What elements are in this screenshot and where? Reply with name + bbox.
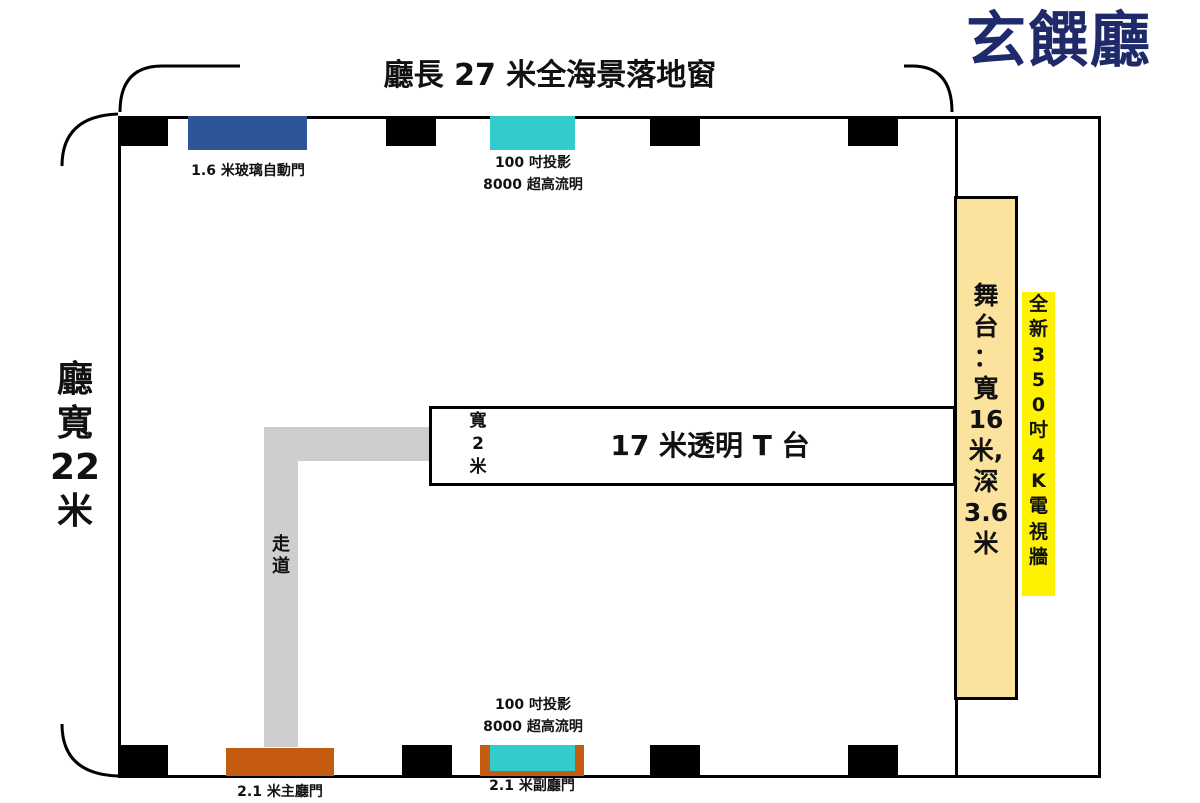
projector-top-label: 100 吋投影 8000 超高流明 (448, 152, 618, 196)
main-hall-door (226, 748, 334, 776)
led-char: 全 (1028, 293, 1048, 315)
led-char: 新 (1028, 318, 1048, 341)
stage-char: 米, (968, 436, 1004, 465)
glass-door-label: 1.6 米玻璃自動門 (191, 163, 305, 179)
hall-width-char: 米 (56, 491, 93, 532)
projector-top-line: 8000 超高流明 (483, 177, 583, 193)
pillar (118, 745, 168, 775)
hall-width-char: 22 (49, 447, 101, 488)
runway-width-char: 米 (469, 457, 487, 477)
pillar (650, 116, 700, 146)
led-video-wall (1022, 292, 1055, 596)
led-char: 3 (1031, 343, 1046, 366)
pillar (118, 116, 168, 146)
stage-char: 米 (973, 529, 999, 558)
led-wall-label: 全 新 3 5 0 吋 4 K 電 視 牆 (1022, 292, 1055, 570)
stage-char: 16 (968, 405, 1004, 434)
stage-char: ： (973, 343, 999, 372)
corridor-label: 走 道 (268, 534, 294, 578)
hall-width-char: 寬 (56, 403, 93, 444)
left-top-arc (60, 112, 119, 167)
brand-title: 玄饌廳 (966, 6, 1152, 76)
hall-length-label: 廳長 27 米全海景落地窗 (383, 58, 717, 93)
pillar (650, 745, 700, 775)
top-right-arc (904, 64, 954, 113)
stage-label: 舞 台 ： 寬 16 米, 深 3.6 米 (954, 280, 1018, 559)
pillar (848, 745, 898, 775)
corridor-char: 走 (272, 534, 290, 555)
projector-top-line: 100 吋投影 (494, 155, 572, 171)
led-char: 牆 (1028, 545, 1048, 568)
stage (954, 196, 1018, 700)
runway-width-label: 寬 2 米 (456, 410, 500, 479)
projector-screen-bottom (490, 745, 575, 771)
led-char: 視 (1028, 520, 1048, 543)
top-left-arc (118, 64, 240, 113)
glass-auto-door (188, 116, 307, 150)
pillar (386, 116, 436, 146)
corridor-horizontal (264, 427, 430, 461)
stage-char: 舞 (973, 281, 999, 310)
main-door-label: 2.1 米主廳門 (237, 784, 323, 800)
stage-zone-outline (952, 116, 1101, 778)
pillar (848, 116, 898, 146)
t-runway (429, 406, 956, 486)
hall-width-label: 廳 寬 22 米 (40, 358, 110, 534)
corridor-vertical (264, 427, 298, 747)
led-char: 4 (1031, 444, 1046, 467)
runway-label: 17 米透明 T 台 (610, 429, 810, 462)
projector-screen-top (490, 116, 575, 150)
pillar (402, 745, 452, 775)
runway-width-char: 寬 (469, 411, 487, 431)
runway-width-char: 2 (472, 434, 484, 454)
corridor-char: 道 (272, 556, 290, 577)
led-char: 吋 (1028, 419, 1048, 442)
led-char: 電 (1028, 495, 1048, 518)
stage-char: 3.6 (963, 498, 1009, 527)
led-char: 0 (1031, 394, 1046, 417)
projector-bottom-line: 8000 超高流明 (483, 719, 583, 735)
hall-width-char: 廳 (56, 359, 93, 400)
projector-bottom-line: 100 吋投影 (494, 697, 572, 713)
left-bottom-arc (60, 723, 119, 778)
led-char: 5 (1031, 368, 1046, 391)
side-door-label: 2.1 米副廳門 (489, 778, 575, 794)
stage-char: 深 (973, 467, 999, 496)
led-char: K (1031, 470, 1046, 493)
stage-char: 台 (973, 312, 999, 341)
stage-char: 寬 (973, 374, 999, 403)
projector-bottom-label: 100 吋投影 8000 超高流明 (448, 694, 618, 738)
